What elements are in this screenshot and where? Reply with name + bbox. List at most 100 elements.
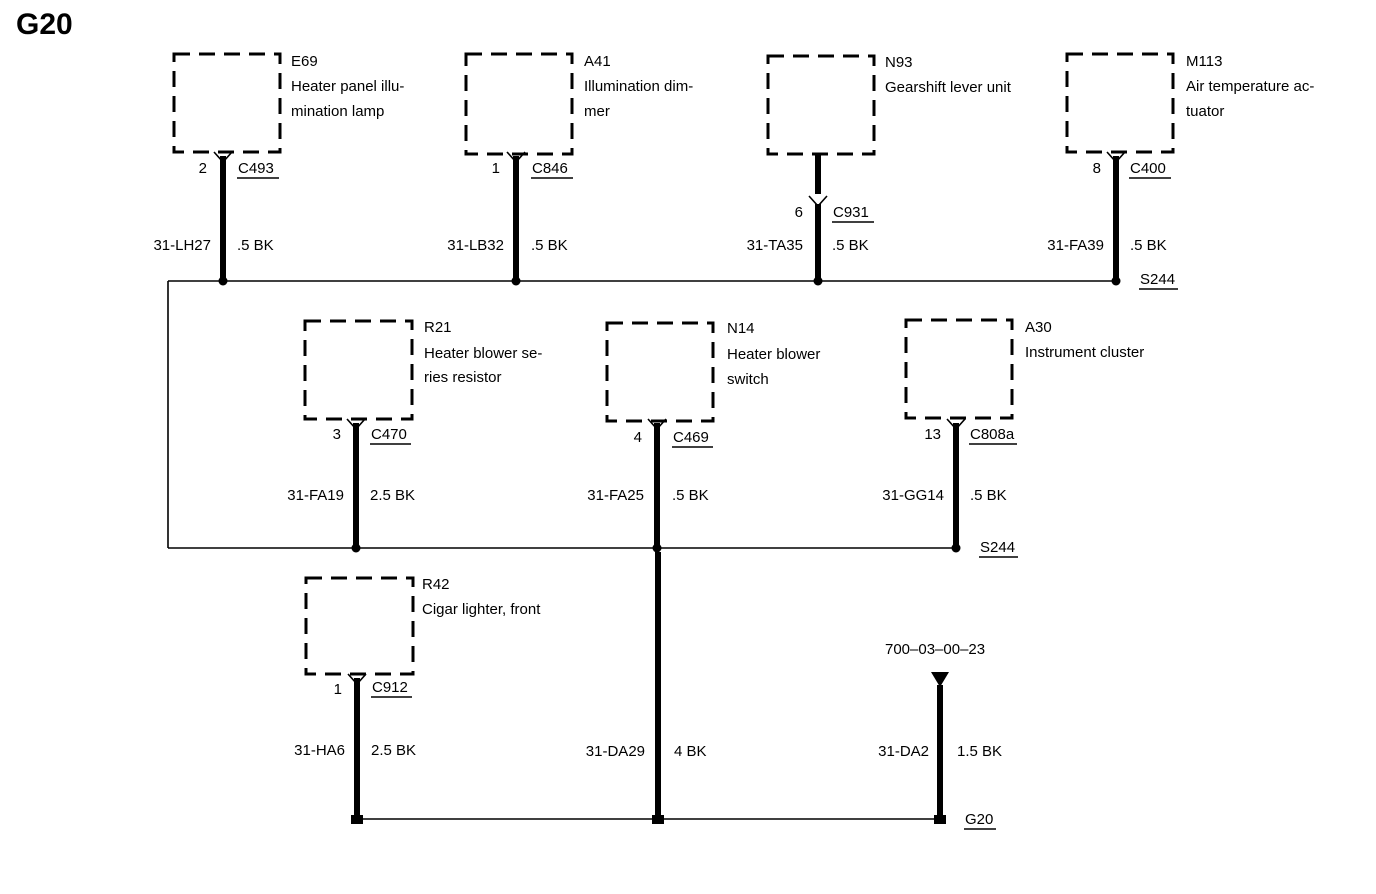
wire-size: 4 BK [674, 743, 707, 760]
component-name-line: Gearshift lever unit [885, 79, 1012, 96]
connector-id: C808a [970, 426, 1015, 443]
connector-arrow [346, 418, 366, 431]
wire-size: .5 BK [832, 237, 869, 254]
connector-arrow [213, 151, 233, 164]
component-a30: A30 Instrument cluster 13 C808a 31-GG14 … [882, 318, 1144, 547]
splice-label: S244 [1140, 271, 1175, 288]
pin-number: 8 [1093, 160, 1101, 177]
connector-arrow [506, 151, 526, 164]
reference-arrow [931, 672, 949, 687]
junction-dot [351, 543, 361, 553]
ground-terminal [652, 815, 664, 824]
connector-arrow [946, 418, 966, 431]
component-name-line: Cigar lighter, front [422, 601, 541, 618]
junction-dot [1111, 276, 1121, 286]
junction-dot [511, 276, 521, 286]
splice-label: S244 [980, 539, 1015, 556]
pin-number: 2 [199, 160, 207, 177]
wire-id: 31-DA2 [878, 743, 929, 760]
wire-id: 31-LH27 [153, 237, 211, 254]
wire-size: .5 BK [531, 237, 568, 254]
ground-terminal [351, 815, 363, 824]
connector-id: C846 [532, 160, 568, 177]
page-title: G20 [16, 8, 73, 41]
connector-id: C912 [372, 679, 408, 696]
component-box [904, 318, 1014, 420]
component-name-line: Heater blower se- [424, 345, 542, 362]
wire-id: 31-LB32 [447, 237, 504, 254]
component-box [172, 52, 282, 154]
junction-dot [951, 543, 961, 553]
component-box [766, 54, 876, 156]
connector-id: C469 [673, 429, 709, 446]
wire-size: 1.5 BK [957, 743, 1002, 760]
reference-code: 700–03–00–23 [885, 641, 985, 658]
component-name-line: mer [584, 103, 610, 120]
pin-number: 13 [924, 426, 941, 443]
component-r21: R21 Heater blower se- ries resistor 3 C4… [287, 319, 542, 547]
connector-arrow [647, 418, 667, 431]
component-name-line: Air temperature ac- [1186, 78, 1314, 95]
connector-id: C400 [1130, 160, 1166, 177]
component-name-line: Illumination dim- [584, 78, 693, 95]
component-name-line: mination lamp [291, 103, 384, 120]
component-n14: N14 Heater blower switch 4 C469 31-FA25 … [587, 320, 820, 547]
component-id: A30 [1025, 319, 1052, 336]
trunk-wire-da2: 700–03–00–23 31-DA2 1.5 BK [878, 641, 1002, 815]
wire-id: 31-FA19 [287, 487, 344, 504]
pin-number: 3 [333, 426, 341, 443]
connector-arrow [1106, 151, 1126, 164]
component-id: N14 [727, 320, 755, 337]
connector-arrow [347, 673, 367, 686]
trunk-wire-da29: 31-DA29 4 BK [586, 552, 707, 815]
connector-id: C470 [371, 426, 407, 443]
connector-id: C493 [238, 160, 274, 177]
component-id: R21 [424, 319, 452, 336]
component-id: A41 [584, 53, 611, 70]
wire-size: 2.5 BK [371, 742, 416, 759]
wire-id: 31-DA29 [586, 743, 645, 760]
wire-id: 31-TA35 [747, 237, 803, 254]
component-id: R42 [422, 576, 450, 593]
component-box [303, 319, 414, 421]
component-name-line: ries resistor [424, 369, 502, 386]
wire-id: 31-FA25 [587, 487, 644, 504]
component-box [605, 321, 715, 423]
junction-dot [218, 276, 228, 286]
component-m113: M113 Air temperature ac- tuator 8 C400 3… [1047, 52, 1314, 280]
component-box [464, 52, 574, 156]
junction-dot [813, 276, 823, 286]
wire-size: .5 BK [1130, 237, 1167, 254]
component-name-line: Instrument cluster [1025, 344, 1144, 361]
pin-number: 6 [795, 204, 803, 221]
component-r42: R42 Cigar lighter, front 1 C912 31-HA6 2… [294, 576, 541, 815]
component-e69: E69 Heater panel illu- mination lamp 2 C… [153, 52, 404, 280]
wire-id: 31-HA6 [294, 742, 345, 759]
junction-dot [652, 543, 662, 553]
component-id: N93 [885, 54, 913, 71]
wire-id: 31-GG14 [882, 487, 944, 504]
wire-size: 2.5 BK [370, 487, 415, 504]
component-box [304, 576, 415, 676]
pin-number: 1 [334, 681, 342, 698]
component-name-line: tuator [1186, 103, 1224, 120]
wire-size: .5 BK [237, 237, 274, 254]
component-id: E69 [291, 53, 318, 70]
connector-arrow [808, 195, 828, 208]
component-box [1065, 52, 1175, 154]
component-a41: A41 Illumination dim- mer 1 C846 31-LB32… [447, 52, 693, 280]
wire-id: 31-FA39 [1047, 237, 1104, 254]
component-name-line: Heater blower [727, 346, 820, 363]
pin-number: 4 [634, 429, 642, 446]
wire-size: .5 BK [970, 487, 1007, 504]
wire-size: .5 BK [672, 487, 709, 504]
component-n93: N93 Gearshift lever unit 6 C931 31-TA35 … [747, 54, 1012, 280]
component-id: M113 [1186, 53, 1222, 70]
connector-id: C931 [833, 204, 869, 221]
ground-label: G20 [965, 811, 993, 828]
component-name-line: switch [727, 371, 769, 388]
component-name-line: Heater panel illu- [291, 78, 404, 95]
ground-terminal [934, 815, 946, 824]
pin-number: 1 [492, 160, 500, 177]
